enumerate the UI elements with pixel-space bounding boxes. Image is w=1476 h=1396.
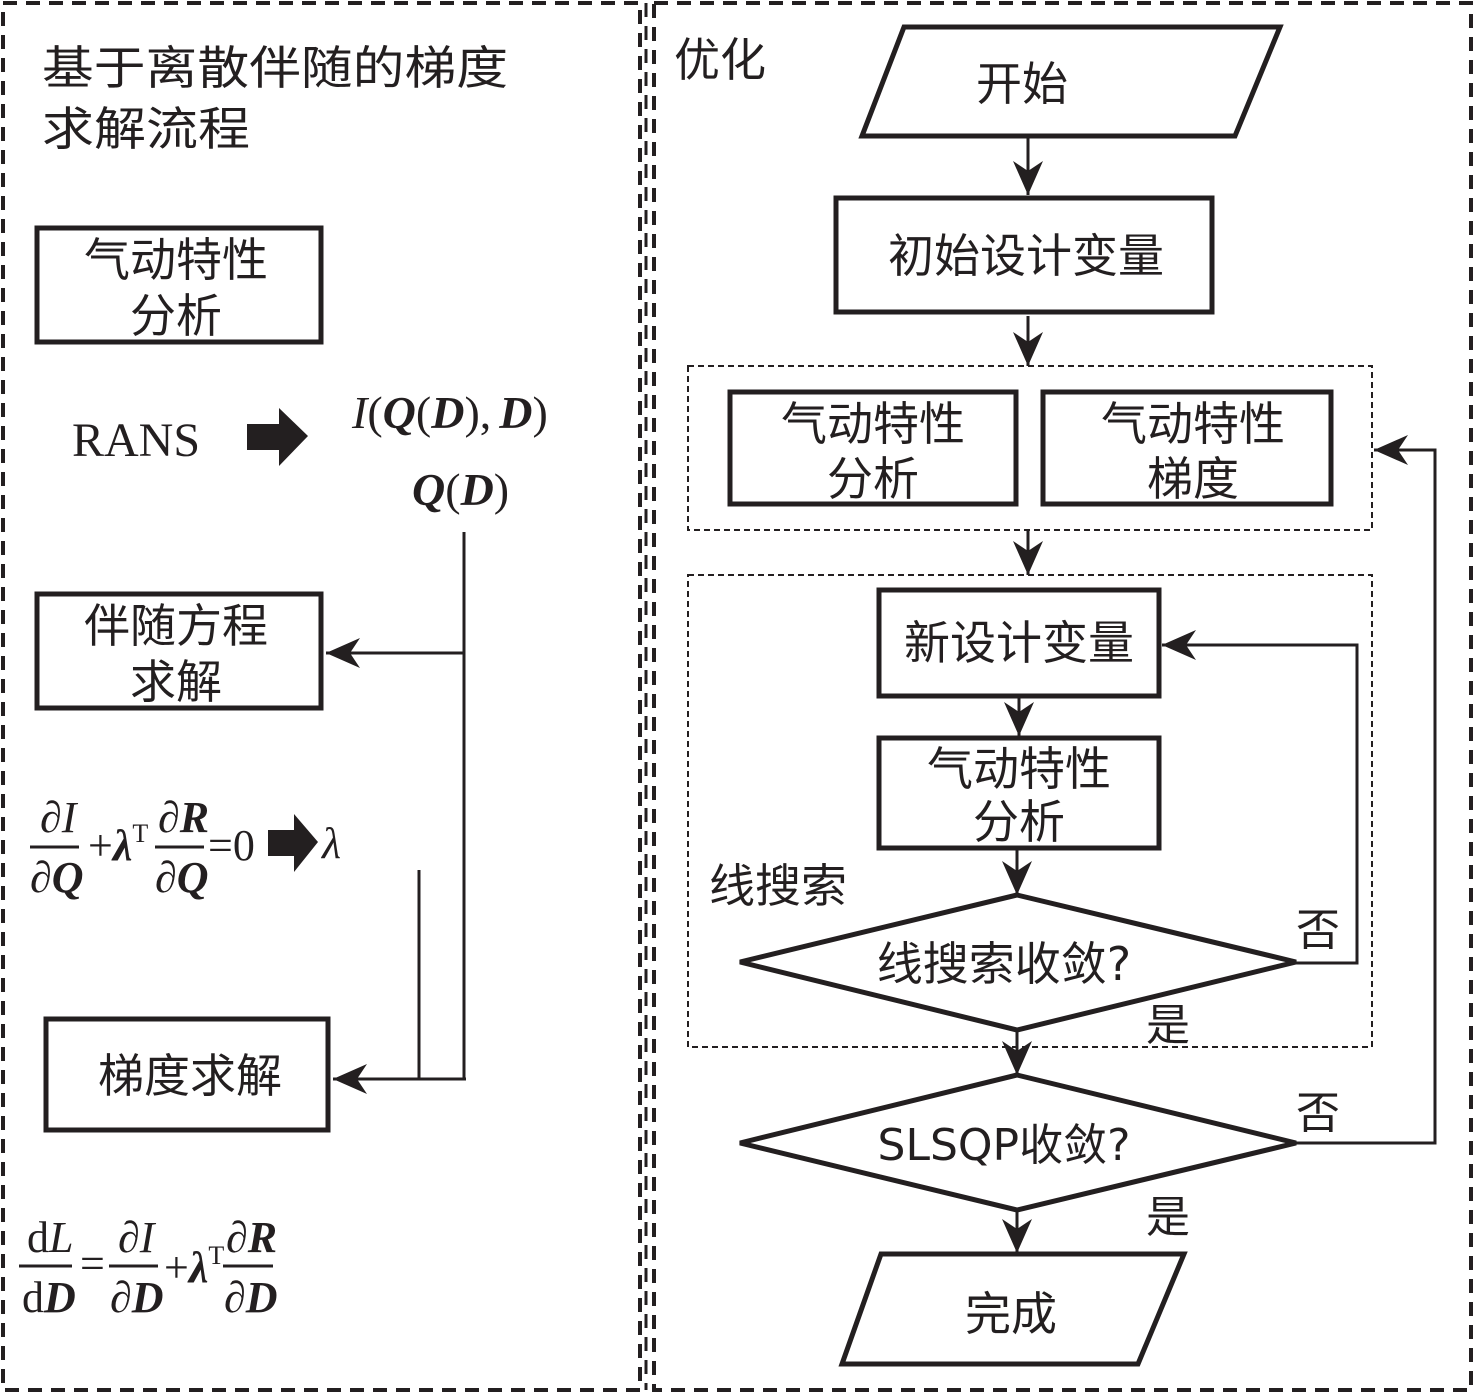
right-panel-border	[652, 1, 1473, 1392]
lambda-result: λ	[320, 819, 341, 868]
rans-output-state: Q(D)	[412, 464, 509, 515]
line-search-decision-label: 线搜索收敛?	[877, 937, 1131, 991]
adjoint-solve-box-line1: 伴随方程	[84, 599, 268, 653]
svg-text:=0: =0	[208, 821, 255, 870]
svg-text:+λT: +λT	[88, 819, 148, 870]
rans-label: RANS	[72, 414, 200, 467]
svg-text:∂R: ∂R	[226, 1213, 277, 1262]
line-search-no-loop	[1162, 630, 1359, 965]
inner-aero-analysis-line2: 分析	[973, 795, 1065, 849]
initial-design-variables-label: 初始设计变量	[888, 229, 1164, 283]
aero-analysis-box[interactable]: 气动特性 分析	[34, 225, 324, 345]
svg-text:∂D: ∂D	[224, 1273, 278, 1322]
svg-text:∂I: ∂I	[40, 793, 79, 842]
line-search-no-label: 否	[1296, 905, 1340, 956]
slsqp-no-loop	[1296, 435, 1437, 1145]
start-node[interactable]: 开始	[858, 24, 1284, 139]
gradient-equation: dL dD = ∂I ∂D +λT ∂R ∂D	[19, 1213, 278, 1322]
svg-text:=: =	[80, 1239, 105, 1288]
evaluation-group	[687, 365, 1373, 531]
adjoint-solve-box-line2: 求解	[130, 655, 222, 709]
finish-node[interactable]: 完成	[838, 1251, 1188, 1367]
inner-aero-analysis-line1: 气动特性	[927, 742, 1111, 796]
aero-analysis-node-line1: 气动特性	[781, 397, 965, 451]
inner-aero-analysis-node[interactable]: 气动特性 分析	[876, 735, 1162, 851]
aero-analysis-node[interactable]: 气动特性 分析	[727, 389, 1019, 507]
aero-gradient-node[interactable]: 气动特性 梯度	[1040, 389, 1334, 507]
initial-design-variables-box[interactable]: 初始设计变量	[833, 195, 1215, 315]
svg-text:∂Q: ∂Q	[30, 853, 84, 902]
start-node-label: 开始	[976, 57, 1068, 111]
slsqp-decision-label: SLSQP收敛?	[878, 1120, 1131, 1171]
aero-gradient-node-line1: 气动特性	[1101, 397, 1285, 451]
slsqp-no-label: 否	[1296, 1088, 1340, 1139]
block-arrow-icon	[247, 408, 308, 466]
gradient-solve-box-label: 梯度求解	[98, 1049, 282, 1103]
new-design-variables-label: 新设计变量	[904, 616, 1134, 670]
slsqp-decision[interactable]: SLSQP收敛?	[739, 1072, 1297, 1213]
gradient-solve-box[interactable]: 梯度求解	[43, 1016, 331, 1133]
svg-text:dL: dL	[27, 1213, 73, 1262]
svg-text:∂D: ∂D	[110, 1273, 164, 1322]
finish-node-label: 完成	[965, 1287, 1057, 1341]
line-search-group	[687, 574, 1373, 1048]
svg-text:dD: dD	[22, 1273, 76, 1322]
aero-analysis-box-line2: 分析	[130, 289, 222, 343]
left-panel-title-line2: 求解流程	[42, 102, 250, 156]
line-search-decision[interactable]: 线搜索收敛?	[739, 892, 1297, 1033]
new-design-variables-node[interactable]: 新设计变量	[876, 587, 1162, 699]
aero-analysis-node-line2: 分析	[827, 452, 919, 506]
adjoint-solve-box[interactable]: 伴随方程 求解	[34, 591, 324, 711]
aero-analysis-box-line1: 气动特性	[84, 233, 268, 287]
left-panel-title-line1: 基于离散伴随的梯度	[42, 41, 508, 95]
rans-output-objective: I(Q(D),D)	[351, 387, 548, 438]
line-search-label: 线搜索	[709, 859, 847, 913]
svg-text:+λT: +λT	[164, 1241, 224, 1292]
line-search-yes-label: 是	[1146, 1000, 1190, 1051]
svg-text:∂I: ∂I	[118, 1213, 157, 1262]
block-arrow-icon	[268, 814, 318, 872]
svg-text:∂R: ∂R	[158, 793, 209, 842]
svg-text:∂Q: ∂Q	[155, 853, 209, 902]
right-panel-title: 优化	[674, 33, 766, 87]
slsqp-yes-label: 是	[1146, 1192, 1190, 1243]
aero-gradient-node-line2: 梯度	[1147, 452, 1239, 506]
adjoint-equation: ∂I ∂Q +λT ∂R ∂Q =0	[30, 793, 255, 902]
